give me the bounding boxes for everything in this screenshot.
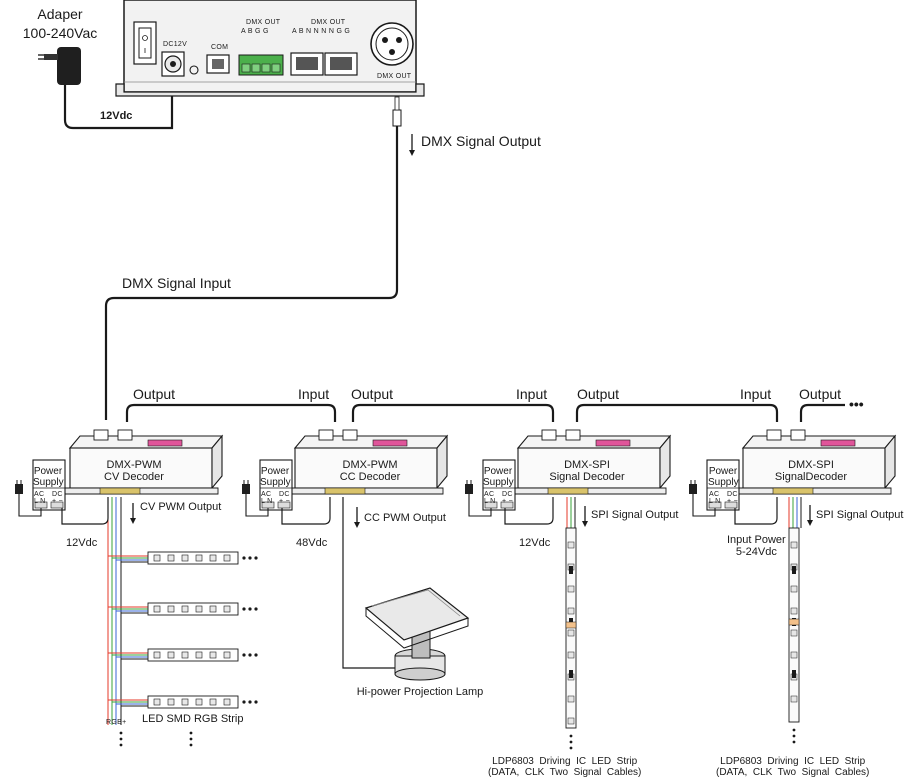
continuation-dot bbox=[569, 734, 573, 738]
continuation-dot bbox=[189, 743, 193, 747]
decoder-1-type: CV Decoder bbox=[104, 471, 164, 483]
decoder-2-supply-voltage: 48Vdc bbox=[296, 537, 328, 549]
adapter-title: Adaper bbox=[37, 6, 83, 22]
output-label-2: Output bbox=[351, 386, 394, 402]
adapter-rating: 100-240Vac bbox=[22, 25, 98, 41]
rgb-strip-4 bbox=[108, 695, 258, 709]
power-supply-2 bbox=[242, 459, 293, 517]
rgb-strip-1 bbox=[108, 551, 258, 565]
decoder-3-psu-dc: DC + − bbox=[502, 491, 514, 505]
chain-cables bbox=[125, 403, 845, 422]
continuation-dot bbox=[189, 737, 193, 741]
decoder-2-type: CC Decoder bbox=[339, 471, 401, 483]
dmx-cable bbox=[104, 96, 415, 420]
output-label-1: Output bbox=[133, 386, 176, 402]
decoder-2 bbox=[288, 429, 449, 495]
port-dmx-out-b-pins: A B N N N N G G bbox=[292, 28, 351, 35]
spi-strip-1-label: LDP6803 Driving IC LED Strip (DATA, CLK … bbox=[488, 756, 642, 778]
decoder-2-output-label: CC PWM Output bbox=[364, 512, 446, 524]
decoder-4 bbox=[736, 429, 897, 495]
adapter-output-voltage: 12Vdc bbox=[100, 110, 133, 122]
continuation-dot bbox=[189, 731, 193, 735]
projection-lamp-label: Hi-power Projection Lamp bbox=[356, 686, 484, 698]
continuation-dot bbox=[792, 728, 796, 732]
decoder-1 bbox=[63, 429, 224, 495]
decoder-3-type: Signal Decoder bbox=[549, 471, 625, 483]
continuation-dot bbox=[792, 734, 796, 738]
decoder-3-name: DMX-SPI bbox=[564, 459, 610, 471]
continuation-dot bbox=[569, 746, 573, 750]
decoder-3-supply-voltage: 12Vdc bbox=[519, 537, 551, 549]
rgb-strip-3 bbox=[108, 648, 258, 662]
dmx-signal-output-label: DMX Signal Output bbox=[421, 133, 541, 149]
more-decoders-ellipsis: ••• bbox=[849, 396, 864, 412]
lamp-wiring bbox=[281, 497, 396, 669]
rgb-wire-colors: RGB+ bbox=[106, 719, 127, 726]
decoder-1-psu-dc: DC + − bbox=[52, 491, 64, 505]
decoder-2-psu-dc: DC + − bbox=[279, 491, 291, 505]
spi-wiring-2 bbox=[734, 497, 813, 528]
port-dmx-out-a-pins: A B G G bbox=[241, 28, 269, 35]
decoder-3-psu-ac: AC L N bbox=[484, 491, 496, 505]
port-dc-label: DC12V bbox=[163, 41, 188, 48]
power-adapter bbox=[38, 47, 174, 130]
decoder-group bbox=[15, 429, 897, 517]
decoder-3-psu: Power Supply bbox=[483, 466, 514, 488]
decoder-3 bbox=[511, 429, 672, 495]
decoder-4-output-label: SPI Signal Output bbox=[816, 509, 904, 521]
decoder-3-output-label: SPI Signal Output bbox=[591, 509, 679, 521]
port-dmx-out-a-label: DMX OUT bbox=[246, 19, 281, 26]
output-label-3: Output bbox=[577, 386, 620, 402]
rgb-strip-group bbox=[108, 551, 258, 747]
dmx-controller bbox=[115, 0, 425, 97]
port-dmx-xlr-label: DMX OUT bbox=[377, 73, 412, 80]
decoder-1-name: DMX-PWM bbox=[106, 459, 162, 471]
continuation-dot bbox=[792, 740, 796, 744]
power-supply-3 bbox=[465, 459, 516, 517]
rgb-strip-2 bbox=[108, 602, 258, 616]
power-supply-1 bbox=[15, 459, 66, 517]
rgb-strip-label: LED SMD RGB Strip bbox=[142, 713, 244, 725]
dmx-signal-input-label: DMX Signal Input bbox=[122, 275, 231, 291]
input-label-2: Input bbox=[298, 386, 330, 402]
decoder-4-supply-voltage: Input Power 5-24Vdc bbox=[727, 534, 786, 558]
decoder-1-psu-ac: AC L N bbox=[34, 491, 46, 505]
continuation-dot bbox=[119, 743, 123, 747]
output-label-4: Output bbox=[799, 386, 842, 402]
port-com-label: COM bbox=[211, 44, 229, 51]
continuation-dot bbox=[119, 731, 123, 735]
continuation-dot bbox=[569, 740, 573, 744]
continuation-dot bbox=[119, 737, 123, 741]
projection-lamp bbox=[364, 587, 470, 681]
decoder-1-psu: Power Supply bbox=[33, 466, 64, 488]
decoder-1-supply-voltage: 12Vdc bbox=[66, 537, 98, 549]
decoder-4-psu-ac: AC L N bbox=[709, 491, 721, 505]
decoder-4-name: DMX-SPI bbox=[788, 459, 834, 471]
port-dmx-out-b-label: DMX OUT bbox=[311, 19, 346, 26]
decoder-4-type: SignalDecoder bbox=[774, 471, 848, 483]
decoder-4-psu-dc: DC + − bbox=[727, 491, 739, 505]
decoder-2-psu-ac: AC L N bbox=[261, 491, 273, 505]
input-label-3: Input bbox=[516, 386, 548, 402]
decoder-1-output-label: CV PWM Output bbox=[140, 501, 222, 513]
spi-strip-2 bbox=[788, 527, 800, 744]
power-supply-4 bbox=[689, 459, 740, 517]
spi-strip-1 bbox=[565, 527, 577, 750]
decoder-2-psu: Power Supply bbox=[260, 466, 291, 488]
decoder-2-name: DMX-PWM bbox=[342, 459, 398, 471]
decoder-4-psu: Power Supply bbox=[708, 466, 739, 488]
spi-strip-2-label: LDP6803 Driving IC LED Strip (DATA, CLK … bbox=[716, 756, 870, 778]
input-label-4: Input bbox=[740, 386, 772, 402]
spi-wiring-1 bbox=[504, 497, 588, 528]
